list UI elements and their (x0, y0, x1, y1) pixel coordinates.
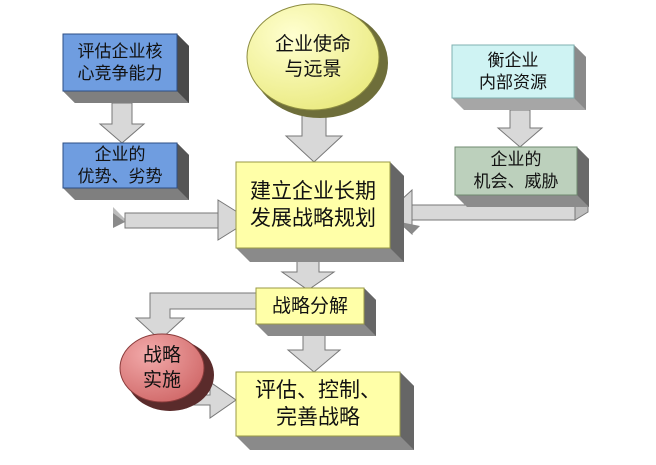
core-competence-box (62, 33, 189, 103)
arrow-core-to-strength (98, 102, 146, 144)
arrow-decomposition-to-implementation (134, 292, 257, 341)
opportunity-threat-box (454, 146, 589, 207)
arrow-mission-to-plan (284, 109, 344, 163)
strength-weakness-box (62, 142, 189, 200)
arrow-decomposition-to-evaluate (286, 329, 342, 373)
mission-vision-circle (246, 3, 388, 118)
evaluate-control-box (235, 371, 414, 450)
arrow-left-to-plan (113, 199, 251, 241)
internal-resources-box (451, 44, 586, 110)
implementation-circle (119, 333, 214, 411)
decomposition-box (255, 287, 376, 336)
arrow-resources-to-opportunity (496, 109, 544, 148)
long-term-plan-box (235, 161, 404, 262)
